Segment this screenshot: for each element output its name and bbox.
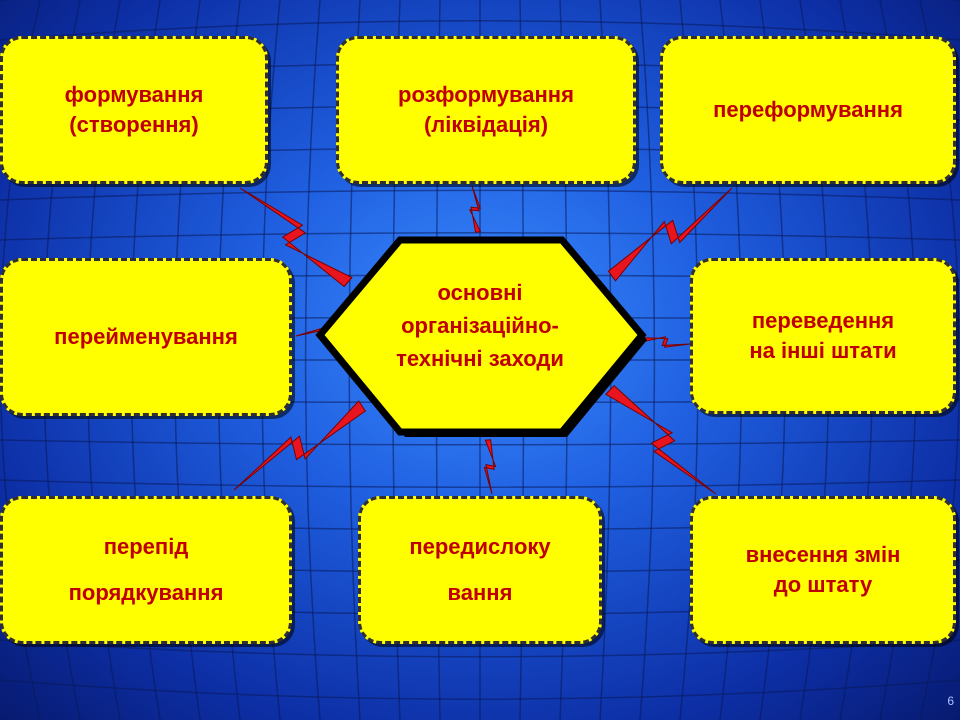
- box-redeployment-line-1: передислоку: [409, 534, 551, 560]
- box-formation-line-2: (створення): [69, 112, 199, 137]
- center-hexagon-text: основні організаційно- технічні заходи: [340, 255, 620, 395]
- center-line-2: організаційно-: [401, 312, 559, 338]
- grid-line-horizontal: [0, 232, 960, 241]
- connector-staff-changes: [604, 385, 717, 495]
- box-disbandment-line-1: розформування: [398, 82, 574, 108]
- box-resubordination: перепід порядкування: [0, 496, 292, 644]
- connector-redeployment: [483, 439, 497, 495]
- connector-transfer: [639, 336, 691, 348]
- center-line-3: технічні заходи: [396, 345, 564, 371]
- box-redeployment: передислоку вання: [358, 496, 602, 644]
- connector-formation: [239, 187, 353, 288]
- box-formation-line-1: формування: [64, 82, 204, 108]
- grid-line-horizontal: [0, 639, 960, 658]
- box-reformation-line-1: переформування: [713, 97, 903, 123]
- box-staff-changes: внесення змін до штату: [690, 496, 956, 644]
- center-line-1: основні: [437, 279, 523, 305]
- box-redeployment-line-2: вання: [447, 580, 513, 605]
- box-disbandment: розформування (ліквідація): [336, 36, 636, 184]
- box-transfer-line-2: на інші штати: [749, 338, 897, 363]
- box-renaming: перейменування: [0, 258, 292, 416]
- box-transfer-line-1: переведення: [751, 308, 895, 334]
- connector-resubordination: [233, 400, 366, 491]
- grid-line-horizontal: [0, 20, 960, 41]
- box-reformation: переформування: [660, 36, 956, 184]
- box-staff-changes-line-1: внесення змін: [745, 542, 901, 568]
- box-resubordination-line-2: порядкування: [68, 580, 224, 605]
- grid-line-horizontal: [0, 479, 960, 488]
- grid-line-horizontal: [0, 679, 960, 700]
- center-hexagon: [315, 236, 647, 437]
- box-transfer: переведення на інші штати: [690, 258, 956, 414]
- connector-disbandment: [468, 185, 482, 233]
- grid-line-horizontal: [0, 189, 960, 201]
- connector-reformation: [607, 187, 733, 282]
- box-staff-changes-line-2: до штату: [773, 572, 873, 597]
- grid-line-horizontal: [0, 439, 960, 446]
- slide-number: 6: [947, 694, 954, 708]
- box-resubordination-line-1: перепід: [103, 534, 189, 560]
- box-renaming-line-1: перейменування: [54, 324, 238, 350]
- box-formation: формування (створення): [0, 36, 268, 184]
- box-disbandment-line-2: (ліквідація): [423, 112, 549, 137]
